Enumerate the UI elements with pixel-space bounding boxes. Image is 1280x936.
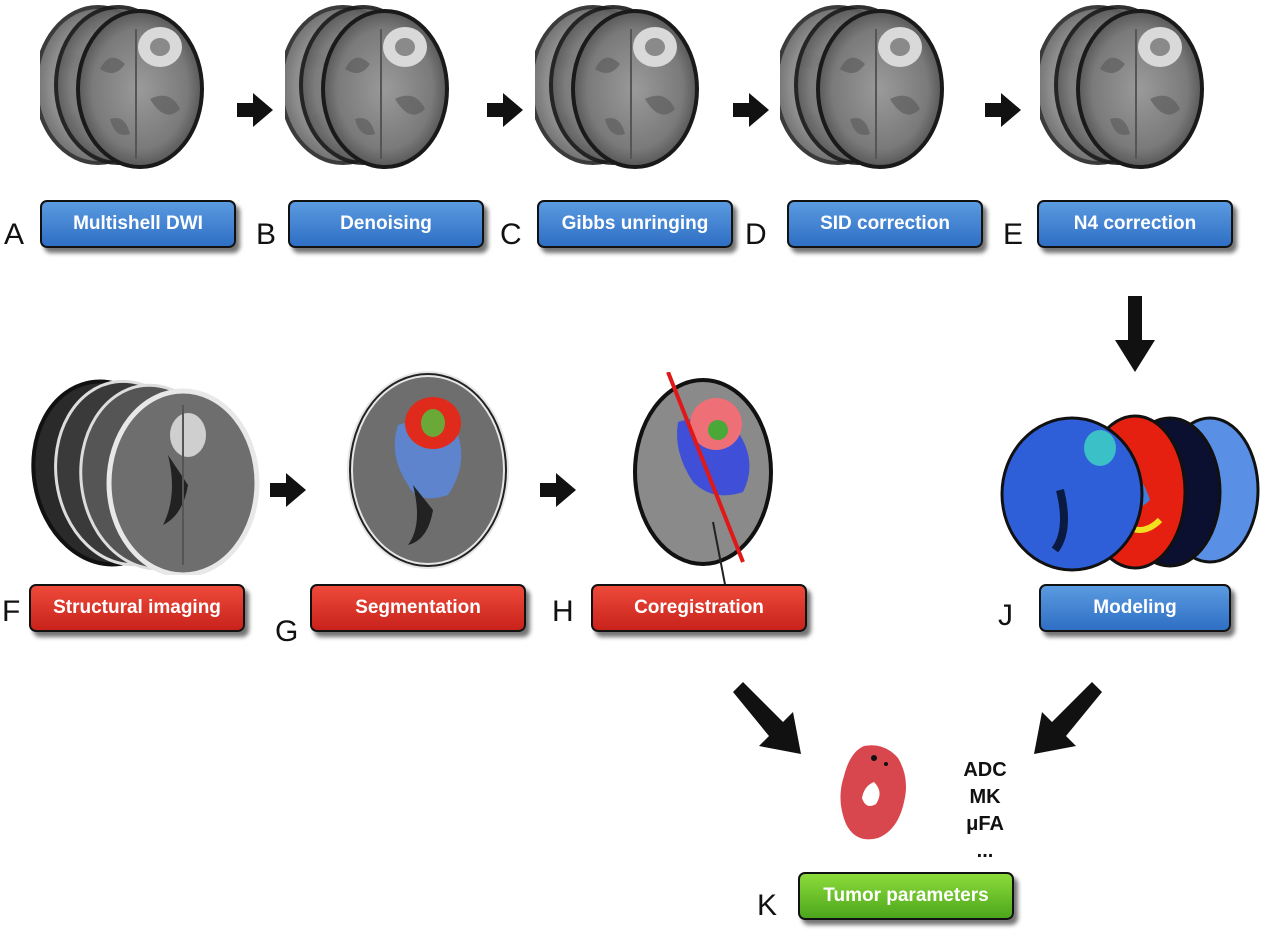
parameter-ufa: μFA	[966, 813, 1004, 835]
step-label-coregistration: Coregistration	[591, 584, 807, 632]
dwi-brain-stack-d	[780, 5, 980, 185]
step-label-n4-correction: N4 correction	[1037, 200, 1233, 248]
arrow-diagonal-icon	[1034, 682, 1102, 754]
dwi-brain-stack-e	[1040, 5, 1240, 185]
step-letter-e: E	[1003, 218, 1024, 251]
dwi-brain-stack-b	[285, 5, 485, 185]
segmentation-brain	[347, 371, 509, 569]
step-letter-b: B	[256, 218, 277, 251]
arrow-right-icon	[733, 93, 769, 127]
step-label-tumor-parameters: Tumor parameters	[798, 872, 1014, 920]
step-letter-k: K	[757, 889, 778, 922]
arrow-right-icon	[985, 93, 1021, 127]
step-label-denoising: Denoising	[288, 200, 484, 248]
modeling-brain-stack	[1000, 414, 1260, 572]
step-letter-j: J	[998, 599, 1013, 632]
parameter-more: ...	[976, 840, 994, 862]
step-label-structural-imaging: Structural imaging	[29, 584, 245, 632]
arrow-right-icon	[237, 93, 273, 127]
structural-imaging-stack	[31, 379, 260, 575]
arrow-right-icon	[540, 473, 576, 507]
arrow-right-icon	[270, 473, 306, 507]
step-letter-a: A	[4, 218, 25, 251]
arrow-diagonal-icon	[733, 682, 801, 754]
step-label-segmentation: Segmentation	[310, 584, 526, 632]
parameter-adc: ADC	[963, 759, 1007, 781]
dwi-brain-stack-a	[40, 5, 240, 185]
step-letter-d: D	[745, 218, 767, 251]
step-letter-h: H	[552, 595, 574, 628]
step-letter-g: G	[275, 615, 299, 648]
step-label-multishell-dwi: Multishell DWI	[40, 200, 236, 248]
arrow-down-icon	[1115, 296, 1155, 372]
step-letter-f: F	[2, 595, 21, 628]
arrow-right-icon	[487, 93, 523, 127]
coregistration-brain	[633, 372, 773, 601]
dwi-brain-stack-c	[535, 5, 735, 185]
step-label-modeling: Modeling	[1039, 584, 1231, 632]
step-letter-c: C	[500, 218, 522, 251]
step-label-sid-correction: SID correction	[787, 200, 983, 248]
tumor-mask	[840, 745, 906, 840]
parameter-list: ADC MK μFA ...	[930, 757, 1040, 865]
step-label-gibbs-unringing: Gibbs unringing	[537, 200, 733, 248]
parameter-mk: MK	[969, 786, 1001, 808]
